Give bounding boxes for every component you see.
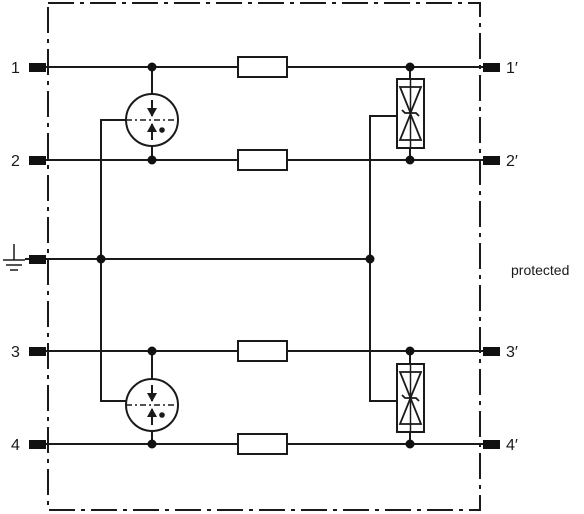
terminal-label-1-prime: 1′ [506,60,518,77]
terminal-block [483,347,500,356]
gas-discharge-tube-bottom [125,378,179,432]
junction-dot [405,346,415,356]
terminal-block [483,440,500,449]
terminal-label-2: 2 [11,153,20,170]
junction-dot [365,254,375,264]
tvs-diode-bottom [396,363,425,433]
junction-dot [147,62,157,72]
gas-discharge-tube-top [125,93,179,147]
junction-dot [96,254,106,264]
terminal-block [29,440,46,449]
terminal-block [29,156,46,165]
junction-dot [147,346,157,356]
resistor-4 [237,433,288,455]
terminal-label-4-prime: 4′ [506,437,518,454]
junction-dot [147,155,157,165]
terminal-block [483,63,500,72]
terminal-block [483,156,500,165]
ground-icon [3,244,29,271]
junction-dot [405,62,415,72]
resistor-3 [237,340,288,362]
terminal-block [29,347,46,356]
protected-side-label: protected [511,262,569,278]
terminal-label-4: 4 [11,437,20,454]
junction-dot [147,439,157,449]
junction-dot [405,155,415,165]
terminal-label-3-prime: 3′ [506,344,518,361]
terminal-block [29,255,46,264]
resistor-1 [237,56,288,78]
tvs-diode-top [396,78,425,149]
junction-dot [405,439,415,449]
protection-module-frame [47,2,481,511]
terminal-block [29,63,46,72]
resistor-2 [237,149,288,171]
terminal-label-1: 1 [11,60,20,77]
terminal-label-2-prime: 2′ [506,153,518,170]
terminal-label-3: 3 [11,344,20,361]
